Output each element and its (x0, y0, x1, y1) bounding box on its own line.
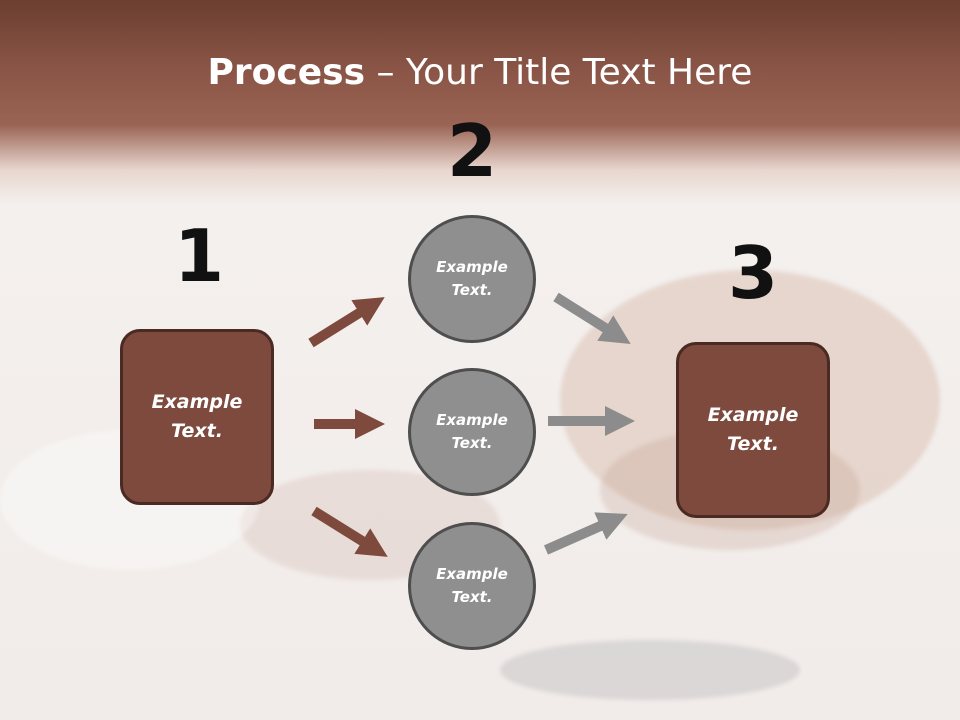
arrow-bottom-to-right (543, 512, 628, 555)
title-rest: – Your Title Text Here (365, 52, 753, 93)
arrow-top-to-right (553, 292, 631, 344)
circle-top: Example Text. (408, 215, 536, 343)
circle-middle: Example Text. (408, 368, 536, 496)
circle-middle-text: Example Text. (436, 411, 508, 452)
title-bold: Process (207, 52, 366, 93)
slide-title: Process – Your Title Text Here (0, 52, 960, 93)
circle-top-text: Example Text. (436, 258, 508, 299)
left-process-box: Example Text. (120, 329, 274, 505)
right-box-text: Example Text. (707, 404, 799, 455)
circle-bottom-text: Example Text. (436, 565, 508, 606)
step-number-3: 3 (727, 231, 779, 315)
step-number-2: 2 (446, 109, 498, 193)
circle-bottom: Example Text. (408, 522, 536, 650)
right-process-box: Example Text. (676, 342, 830, 518)
left-box-text: Example Text. (151, 391, 243, 442)
arrow-left-to-bottom (311, 506, 388, 557)
arrow-left-to-top (308, 297, 385, 348)
step-number-1: 1 (173, 214, 225, 298)
